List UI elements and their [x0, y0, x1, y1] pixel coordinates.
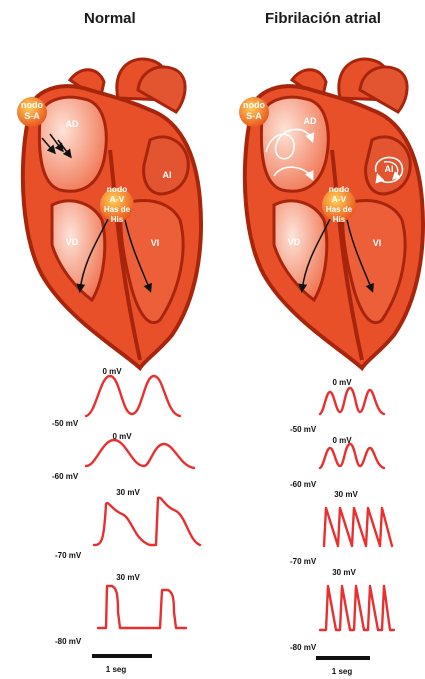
his-label-2: His	[111, 215, 124, 224]
av-label-2: A-V	[110, 194, 125, 204]
trace-normal-4	[98, 586, 186, 628]
his-label-1: Has de	[104, 205, 131, 214]
vd-label: VD	[66, 237, 79, 247]
trace-normal-1	[86, 376, 180, 416]
af-t2-top: 0 mV	[332, 436, 352, 445]
af-t4-bottom: -80 mV	[290, 643, 317, 652]
heart-normal: nodo S-A AD AI nodo A-V Has de His VD VI	[17, 59, 201, 368]
af-t3-bottom: -70 mV	[290, 557, 317, 566]
normal-t4-bottom: -80 mV	[55, 637, 82, 646]
trace-af-4	[320, 586, 394, 630]
trace-normal-3	[94, 498, 200, 545]
af-t2-bottom: -60 mV	[290, 480, 317, 489]
av-label-1-af: nodo	[329, 184, 350, 194]
traces-af	[320, 388, 394, 630]
sa-label-2: S-A	[24, 111, 40, 121]
traces-normal	[86, 376, 200, 628]
scale-label-af: 1 seg	[332, 667, 353, 676]
trace-normal-2	[86, 440, 194, 468]
normal-t2-top: 0 mV	[112, 432, 132, 441]
his-label-1-af: Has de	[326, 205, 353, 214]
af-t4-top: 30 mV	[332, 568, 356, 577]
ai-label: AI	[163, 170, 172, 180]
sa-label-2-af: S-A	[246, 111, 262, 121]
normal-t3-top: 30 mV	[116, 488, 140, 497]
normal-t2-bottom: -60 mV	[52, 472, 79, 481]
ad-label-af: AD	[304, 116, 317, 126]
normal-t1-top: 0 mV	[102, 367, 122, 376]
af-t3-top: 30 mV	[334, 490, 358, 499]
heart-af: nodo S-A AD AI nodo A-V Has de His VD VI	[239, 59, 423, 368]
ad-label: AD	[66, 119, 79, 129]
normal-t1-bottom: -50 mV	[52, 419, 79, 428]
normal-t3-bottom: -70 mV	[55, 551, 82, 560]
af-t1-top: 0 mV	[332, 378, 352, 387]
sa-label-1: nodo	[21, 100, 43, 110]
trace-af-2	[320, 444, 384, 468]
sa-label-1-af: nodo	[243, 100, 265, 110]
vi-label: VI	[151, 238, 160, 248]
trace-af-3	[324, 508, 392, 546]
vd-label-af: VD	[288, 237, 301, 247]
ai-label-af: AI	[385, 164, 394, 174]
normal-t4-top: 30 mV	[116, 573, 140, 582]
trace-af-1	[320, 388, 384, 414]
av-label-2-af: A-V	[332, 194, 347, 204]
av-label-1: nodo	[107, 184, 128, 194]
his-label-2-af: His	[333, 215, 346, 224]
vi-label-af: VI	[373, 238, 382, 248]
scale-label-normal: 1 seg	[106, 665, 127, 674]
af-t1-bottom: -50 mV	[290, 425, 317, 434]
